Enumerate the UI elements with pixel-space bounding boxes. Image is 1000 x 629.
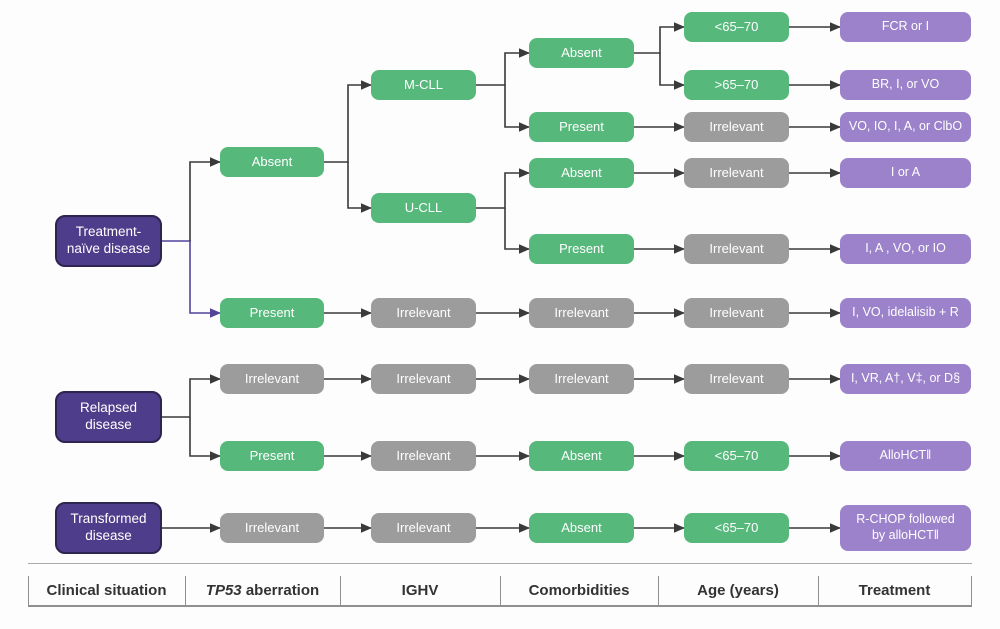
- node-ighv-irrelevant-row8: Irrelevant: [371, 441, 476, 471]
- column-header-text: Age (years): [697, 582, 779, 599]
- node-tp53-absent-row1: Absent: [220, 147, 324, 177]
- header-divider-2: [340, 576, 341, 605]
- column-header-clinical-situation: Clinical situation: [30, 576, 183, 606]
- node-comorb-absent-row9: Absent: [529, 513, 634, 543]
- node-age-lt65-70-row8: <65–70: [684, 441, 789, 471]
- node-ighv-mcll: M-CLL: [371, 70, 476, 100]
- column-header-italic: TP53: [205, 582, 242, 599]
- column-header-text: aberration: [241, 582, 320, 599]
- node-age-irrelevant-row7: Irrelevant: [684, 364, 789, 394]
- node-tp53-present-row8: Present: [220, 441, 324, 471]
- node-ighv-irrelevant-row6: Irrelevant: [371, 298, 476, 328]
- column-header-text: Comorbidities: [528, 582, 630, 599]
- node-tp53-irrelevant-row9: Irrelevant: [220, 513, 324, 543]
- node-treatment-allohct: AlloHCT‖: [840, 441, 971, 471]
- column-header-comorbidities: Comorbidities: [502, 576, 656, 606]
- node-relapsed-disease: Relapsed disease: [55, 391, 162, 443]
- header-divider-5: [818, 576, 819, 605]
- header-divider-1: [185, 576, 186, 605]
- node-transformed-disease: Transformed disease: [55, 502, 162, 554]
- node-treatment-naive-disease: Treatment- naïve disease: [55, 215, 162, 267]
- node-age-irrelevant-row4: Irrelevant: [684, 158, 789, 188]
- node-age-irrelevant-row6: Irrelevant: [684, 298, 789, 328]
- node-treatment-br-i-vo: BR, I, or VO: [840, 70, 971, 100]
- column-header-tp53-aberration: TP53 aberration: [187, 576, 338, 606]
- node-ighv-irrelevant-row7: Irrelevant: [371, 364, 476, 394]
- node-comorb-present-row5: Present: [529, 234, 634, 264]
- node-ighv-irrelevant-row9: Irrelevant: [371, 513, 476, 543]
- header-divider-4: [658, 576, 659, 605]
- node-comorb-present-row3: Present: [529, 112, 634, 142]
- header-top-rule: [28, 563, 972, 564]
- column-header-text: Clinical situation: [46, 582, 167, 599]
- column-header-text: IGHV: [401, 582, 439, 599]
- header-divider-left: [28, 576, 29, 605]
- node-treatment-fcr-or-i: FCR or I: [840, 12, 971, 42]
- node-comorb-absent-row1: Absent: [529, 38, 634, 68]
- node-age-gt65-70-row2: >65–70: [684, 70, 789, 100]
- node-age-irrelevant-row3: Irrelevant: [684, 112, 789, 142]
- node-treatment-vo-io-i-a-clbo: VO, IO, I, A, or ClbO: [840, 112, 971, 142]
- node-age-lt65-70-row1: <65–70: [684, 12, 789, 42]
- column-header-text: Treatment: [858, 582, 931, 599]
- column-header-ighv: IGHV: [342, 576, 498, 606]
- header-bottom-rule: [28, 605, 972, 607]
- header-divider-right: [971, 576, 972, 605]
- node-treatment-rchop-allohct: R-CHOP followed by alloHCT‖: [840, 505, 971, 551]
- node-comorb-absent-row8: Absent: [529, 441, 634, 471]
- node-tp53-irrelevant-row7: Irrelevant: [220, 364, 324, 394]
- node-treatment-i-vr-a-v-d: I, VR, A†, V‡, or D§: [840, 364, 971, 394]
- column-header-age-years: Age (years): [660, 576, 816, 606]
- node-comorb-absent-row4: Absent: [529, 158, 634, 188]
- node-age-irrelevant-row5: Irrelevant: [684, 234, 789, 264]
- node-age-lt65-70-row9: <65–70: [684, 513, 789, 543]
- node-comorb-irrelevant-row7: Irrelevant: [529, 364, 634, 394]
- header-divider-3: [500, 576, 501, 605]
- node-treatment-i-vo-idelalisib-r: I, VO, idelalisib + R: [840, 298, 971, 328]
- node-treatment-i-or-a: I or A: [840, 158, 971, 188]
- node-treatment-i-a-vo-io: I, A , VO, or IO: [840, 234, 971, 264]
- node-comorb-irrelevant-row6: Irrelevant: [529, 298, 634, 328]
- column-header-treatment: Treatment: [820, 576, 969, 606]
- node-ighv-ucll: U-CLL: [371, 193, 476, 223]
- node-tp53-present-row6: Present: [220, 298, 324, 328]
